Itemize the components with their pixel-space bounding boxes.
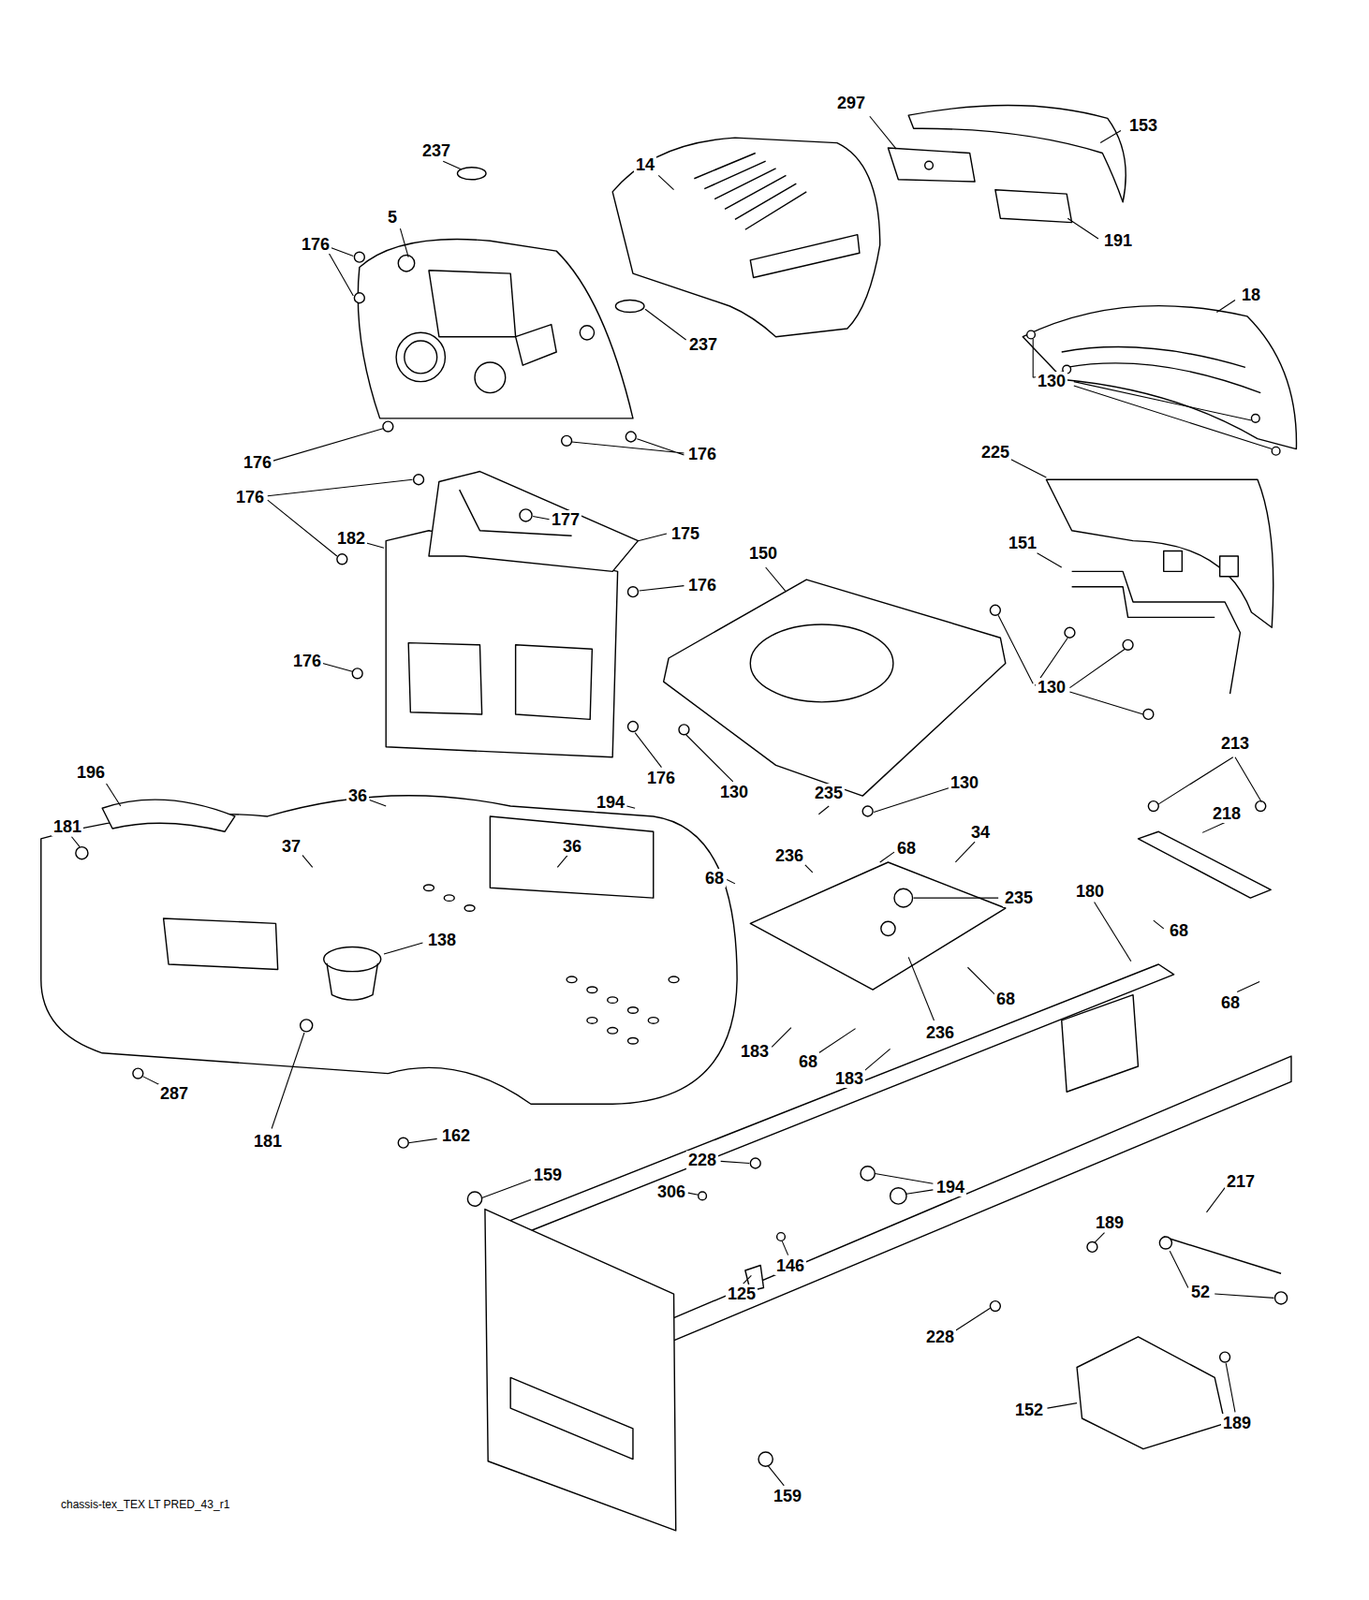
callout-number: 237 <box>420 141 453 161</box>
callout-number: 151 <box>1006 533 1039 553</box>
callout-number: 162 <box>440 1126 472 1146</box>
callout-number: 176 <box>291 651 324 671</box>
callout-number: 52 <box>1189 1282 1212 1302</box>
callout-number: 150 <box>747 544 780 563</box>
callout-number: 18 <box>1239 285 1263 305</box>
callout-number: 196 <box>74 763 107 782</box>
callout-number: 181 <box>251 1132 284 1151</box>
callout-number: 68 <box>1219 993 1242 1013</box>
callout-number: 34 <box>969 823 992 842</box>
callout-number: 130 <box>1035 677 1068 697</box>
callout-number: 68 <box>994 989 1017 1009</box>
callout-number: 176 <box>299 235 332 254</box>
callout-number: 217 <box>1224 1172 1257 1192</box>
callout-number: 183 <box>833 1069 866 1089</box>
callout-number: 125 <box>725 1284 758 1304</box>
callout-number: 176 <box>234 487 266 507</box>
drawing-id: chassis-tex_TEX LT PRED_43_r1 <box>58 1495 232 1515</box>
callout-number: 152 <box>1013 1400 1046 1420</box>
callout-number: 176 <box>686 444 719 464</box>
callout-number: 181 <box>51 817 84 837</box>
callout-number: 175 <box>669 524 702 544</box>
callout-number: 228 <box>686 1150 719 1170</box>
callout-number: 194 <box>594 793 627 812</box>
callout-number: 68 <box>703 868 726 888</box>
callout-number: 213 <box>1219 734 1252 753</box>
callout-number: 218 <box>1210 804 1243 824</box>
callout-number: 130 <box>948 773 981 793</box>
callout-number: 5 <box>385 207 399 227</box>
callout-number: 130 <box>718 782 751 802</box>
callout-number: 68 <box>1167 921 1191 941</box>
callout-number: 191 <box>1102 231 1134 251</box>
callout-number: 180 <box>1074 882 1106 901</box>
callout-number: 14 <box>633 155 657 175</box>
callout-number: 236 <box>773 846 806 866</box>
callout-number: 36 <box>346 786 369 806</box>
callout-number: 237 <box>687 335 720 354</box>
callout-number: 177 <box>549 510 582 530</box>
callout-number: 228 <box>924 1327 957 1347</box>
callout-number: 146 <box>774 1256 807 1276</box>
callout-number: 176 <box>686 575 719 595</box>
callout-number: 235 <box>1002 888 1035 908</box>
callout-number: 189 <box>1093 1213 1126 1233</box>
callout-number: 183 <box>738 1042 771 1061</box>
callout-number: 297 <box>835 93 868 113</box>
callout-number: 225 <box>979 442 1012 462</box>
callout-number: 176 <box>645 768 678 788</box>
callout-number: 176 <box>241 453 274 472</box>
callout-number: 235 <box>812 783 845 803</box>
callout-number: 68 <box>796 1052 820 1072</box>
callout-number: 37 <box>279 837 303 856</box>
callout-number: 138 <box>426 930 458 950</box>
callout-number: 189 <box>1221 1413 1253 1433</box>
callout-number: 130 <box>1035 371 1068 391</box>
callout-number: 68 <box>895 839 918 858</box>
callout-number: 194 <box>934 1177 967 1197</box>
callout-number: 153 <box>1127 116 1160 135</box>
callout-number: 287 <box>158 1084 191 1104</box>
callout-number: 182 <box>335 529 368 548</box>
callout-number: 236 <box>924 1023 957 1043</box>
callout-number: 306 <box>655 1182 688 1202</box>
callout-number: 159 <box>771 1486 804 1506</box>
callout-number: 36 <box>560 837 584 856</box>
callout-number: 159 <box>531 1165 564 1185</box>
